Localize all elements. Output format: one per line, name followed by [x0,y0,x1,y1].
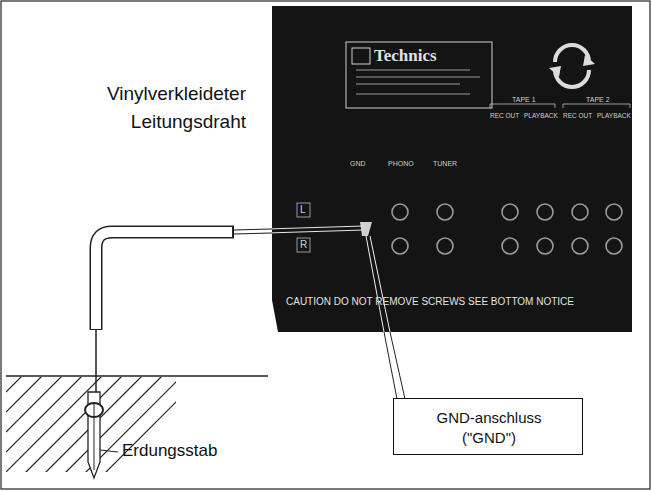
terminal-label: TUNER [433,160,457,168]
vinyl-wire [96,232,234,330]
brand-name: Technics [374,46,437,66]
terminal-label: TAPE 1 [512,96,536,104]
ground-line [6,375,268,376]
plate-lines [356,70,480,94]
selector-arrows [555,45,589,87]
wire-label: Vinylverkleideter Leitungsdraht [28,80,246,136]
callout-box: GND-anschluss ("GND") [393,398,583,455]
leader-line [100,450,118,452]
rod-label: Erdungsstab [122,441,217,461]
logo-mark [352,48,370,64]
terminal-label: TAPE 2 [586,96,610,104]
channel-label: L [300,204,306,216]
tape-brackets [490,104,630,108]
terminal-label: PHONO [388,160,414,168]
terminal-label: PLAYBACK [524,112,558,119]
rca-jacks [392,204,622,254]
rear-panel [272,6,632,332]
caution-note: CAUTION DO NOT REMOVE SCREWS SEE BOTTOM … [286,296,574,308]
terminal-label: GND [350,160,366,168]
terminal-label: REC OUT [490,112,519,119]
name-plate [346,42,492,108]
callout-text: GND-anschluss ("GND") [414,408,564,447]
terminal-label: REC OUT [563,112,592,119]
leader-line [366,236,390,332]
leader-line [384,332,405,399]
wire-end [234,226,364,234]
channel-label: R [300,239,307,251]
terminal-label: PLAYBACK [597,112,631,119]
gnd-terminal [360,222,372,236]
